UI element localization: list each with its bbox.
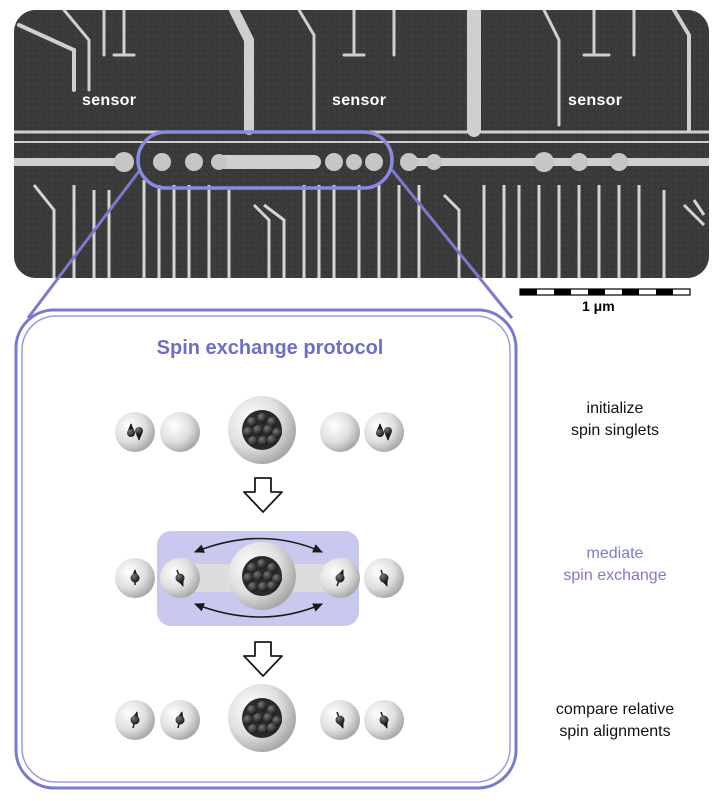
step-compare-label: compare relative spin alignments [520,699,710,743]
step-compare-line1: compare relative [520,699,710,721]
electron-cluster-icon [242,410,282,450]
step-initialize-label: initialize spin singlets [520,398,710,442]
step-compare-line2: spin alignments [520,721,710,743]
scale-bar-label: 1 μm [582,298,615,314]
zoom-connector-lines [28,170,512,318]
empty-quantum-dot [160,412,200,452]
step-initialize-line1: initialize [520,398,710,420]
electron-cluster-icon [242,556,282,596]
zoom-highlight-ellipse [138,132,392,188]
step-initialize-line2: spin singlets [520,420,710,442]
empty-quantum-dot [320,412,360,452]
scale-bar [520,289,690,295]
quantum-dot-sphere [364,412,404,452]
step-mediate-line2: spin exchange [520,565,710,587]
step-mediate-line1: mediate [520,543,710,565]
electron-cluster-icon [242,698,282,738]
step-mediate-label: mediate spin exchange [520,543,710,587]
quantum-dot-sphere [115,412,155,452]
protocol-title: Spin exchange protocol [20,337,520,360]
